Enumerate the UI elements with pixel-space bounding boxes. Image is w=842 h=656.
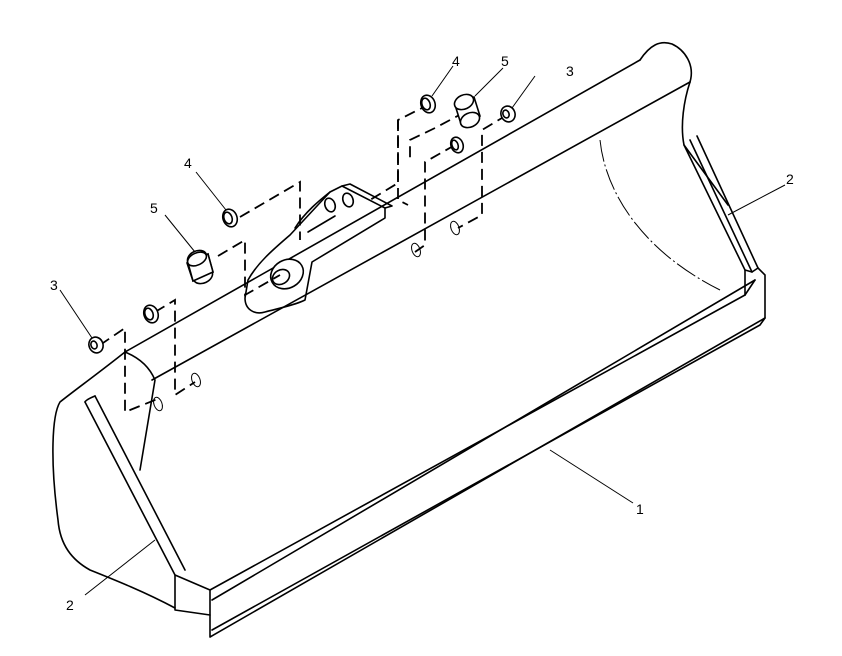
hardware-parts — [88, 93, 516, 412]
callout-ring-right: 4 — [452, 53, 460, 69]
callout-ring-left: 4 — [184, 155, 192, 171]
bucket-body — [52, 41, 766, 638]
explosion-lines — [99, 103, 508, 414]
bushing-right — [453, 93, 481, 129]
ring-right-lower — [449, 136, 465, 154]
callout-side-edge-right: 2 — [786, 171, 794, 187]
leader-lines — [59, 65, 786, 596]
hitch-bracket — [244, 183, 393, 314]
ring-left-lower — [142, 304, 160, 324]
callout-bushing-right: 5 — [501, 53, 509, 69]
callout-washer-left: 3 — [50, 277, 58, 293]
washer-left — [88, 336, 104, 354]
callout-washer-right: 3 — [566, 63, 574, 79]
callout-bushing-left: 5 — [150, 200, 158, 216]
bushing-left — [186, 249, 214, 285]
callout-labels: 1 2 2 3 3 4 4 5 5 — [50, 53, 794, 613]
callout-bucket: 1 — [636, 501, 644, 517]
ring-right — [419, 94, 437, 114]
washer-right — [500, 105, 516, 123]
callout-side-edge-left: 2 — [66, 597, 74, 613]
ring-left — [221, 208, 239, 228]
